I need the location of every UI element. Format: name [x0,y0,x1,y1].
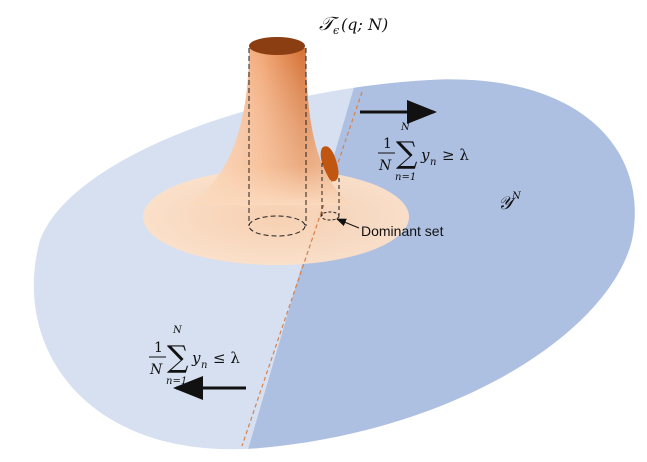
svg-text:n: n [201,360,207,371]
svg-text:∑: ∑ [396,136,418,171]
svg-text:N: N [378,158,392,174]
svg-text:n=1: n=1 [395,172,416,183]
svg-text:n: n [430,157,436,168]
svg-text:n=1: n=1 [166,376,187,387]
svg-text:1: 1 [383,136,392,152]
svg-text:1: 1 [154,340,163,356]
dominant-set-label: Dominant set [361,223,444,239]
tube-top-opening [249,37,305,55]
svg-text:y: y [191,349,201,367]
svg-text:≥ λ: ≥ λ [442,146,469,164]
typical-set-label: 𝒯 ϵ (q; N) [319,13,388,37]
svg-text:(q; N): (q; N) [341,15,388,34]
svg-text:N: N [511,191,522,202]
svg-text:N: N [149,362,163,378]
svg-text:ϵ: ϵ [333,24,339,37]
svg-text:N: N [400,122,411,133]
svg-text:∑: ∑ [167,340,189,375]
svg-text:N: N [172,325,183,336]
svg-text:≤ λ: ≤ λ [213,349,240,367]
svg-text:y: y [420,146,430,164]
